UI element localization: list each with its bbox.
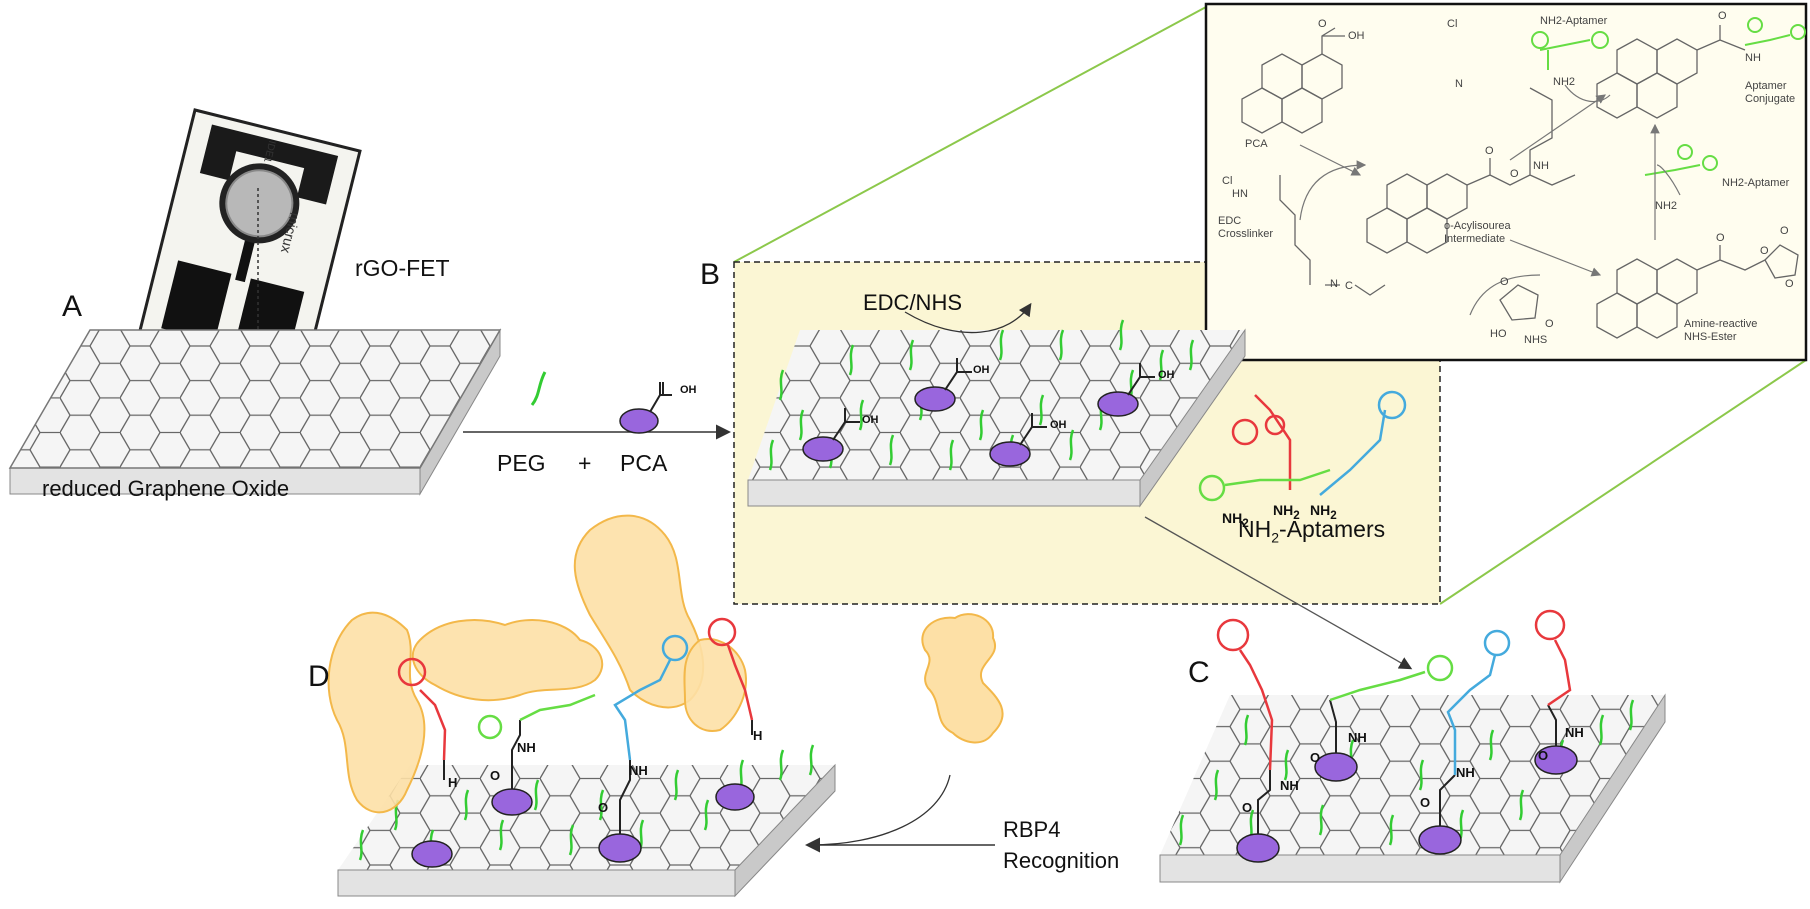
d-h-1: H <box>448 775 458 790</box>
nhs-structure <box>1499 284 1539 321</box>
nh2-amine-3: NH2 <box>1310 502 1337 522</box>
zoom-line-bottom <box>1439 359 1807 605</box>
c-o-3: O <box>1420 795 1431 810</box>
chem-nh2-aptamer-top: NH2-Aptamer <box>1540 15 1608 27</box>
arrow-b-to-c <box>1144 516 1413 670</box>
chem-o-conj: O <box>1718 10 1727 22</box>
edc-structure <box>1279 175 1386 296</box>
peg-label: PEG <box>497 450 546 476</box>
oh-label-4: OH <box>1158 369 1175 381</box>
peg-icon <box>530 371 547 406</box>
chem-n-plus: N <box>1455 78 1463 90</box>
d-h-2: H <box>753 728 763 743</box>
peg-strands-c <box>1178 699 1635 846</box>
oh-label-3: OH <box>1050 419 1067 431</box>
conjugate-structure <box>1596 25 1746 119</box>
rgo-fet-label: rGO-FET <box>355 255 450 281</box>
chem-pca-label: PCA <box>1245 138 1268 150</box>
d-o-2: O <box>598 800 609 815</box>
chem-o-intermediate: O <box>1485 145 1494 157</box>
panel-label-d: D <box>308 660 330 693</box>
oh-label-1: OH <box>862 414 879 426</box>
chem-nh2-right-short: NH2 <box>1655 200 1678 212</box>
rgo-fet-chip <box>137 108 362 377</box>
rbp4-protein-free <box>921 613 1004 744</box>
c-o-4: O <box>1538 748 1549 763</box>
chem-ho-label: HO <box>1490 328 1507 340</box>
chem-structures <box>1241 25 1799 339</box>
chem-nhs-label: NHS <box>1524 334 1548 346</box>
nhs-ester-structure <box>1596 244 1799 339</box>
nh2-amine-1: NH2 <box>1222 510 1249 530</box>
aptamers-c <box>1216 609 1572 775</box>
chem-hn-label: HN <box>1232 188 1248 200</box>
edc-nhs-arrow <box>904 302 1032 334</box>
chemistry-inset <box>1204 2 1808 362</box>
substrate-a <box>8 328 502 496</box>
recognition-curve <box>809 774 951 846</box>
aptamers-d <box>397 617 754 761</box>
pca-label: PCA <box>620 450 668 476</box>
rbp4-proteins-bound <box>327 514 747 814</box>
linkers-c <box>1257 699 1557 834</box>
chem-nh2-aptamer-right: NH2-Aptamer <box>1722 177 1790 189</box>
c-nh-4: NH <box>1565 725 1584 740</box>
substrate-c <box>1159 693 1666 884</box>
chem-o-intermediate-2: O <box>1510 168 1519 180</box>
pca-molecules-b <box>802 358 1155 467</box>
c-nh-2: NH <box>1348 730 1367 745</box>
chem-o-ester-4: O <box>1785 278 1794 290</box>
edc-nhs-label: EDC/NHS <box>863 290 963 315</box>
chem-nh2-short: NH2 <box>1553 76 1576 88</box>
c-nh-1: NH <box>1280 778 1299 793</box>
c-o-1: O <box>1242 800 1253 815</box>
chem-oh-label: OH <box>1348 30 1365 42</box>
zoom-line-top <box>733 6 1207 263</box>
d-nh-1: NH <box>517 740 536 755</box>
nh2-aptamers-label: NH2-Aptamers <box>1238 516 1386 546</box>
panel-label-b: B <box>700 258 721 291</box>
d-o-1: O <box>490 768 501 783</box>
panel-label-a: A <box>62 290 83 323</box>
pca-molecules-d <box>411 783 755 868</box>
substrate-d <box>337 763 836 898</box>
pca-structure <box>1241 27 1345 134</box>
chem-nh-conj: NH <box>1745 52 1761 64</box>
plus-sign: + <box>578 450 592 476</box>
nh2-amine-2: NH2 <box>1273 502 1300 522</box>
linkers-d <box>443 720 753 834</box>
d-nh-2: NH <box>629 763 648 778</box>
chem-nh-intermediate: NH <box>1533 160 1549 172</box>
chem-o-nhs: O <box>1500 276 1509 288</box>
oh-label-2: OH <box>973 364 990 376</box>
chem-o-nhs-2: O <box>1545 318 1554 330</box>
aptamer-cluster-b <box>1198 390 1407 502</box>
chem-n-edc: N <box>1330 278 1338 290</box>
substrate-b <box>747 328 1246 508</box>
c-o-2: O <box>1310 750 1321 765</box>
c-nh-3: NH <box>1456 765 1475 780</box>
chem-o-ester-2: O <box>1760 245 1769 257</box>
chem-arrows <box>1299 84 1681 316</box>
panel-label-c: C <box>1188 656 1210 689</box>
chem-o-ester-3: O <box>1780 225 1789 237</box>
chem-o-label: O <box>1318 18 1327 30</box>
pca-icon <box>619 382 672 434</box>
pca-oh-label: OH <box>680 384 697 396</box>
chem-o-ester: O <box>1716 232 1725 244</box>
intermediate-structure <box>1366 87 1576 254</box>
chem-cl-top: Cl <box>1447 18 1458 30</box>
chem-c-edc: C <box>1345 280 1353 292</box>
substrate-label: reduced Graphene Oxide <box>42 476 290 501</box>
chem-cl-label: Cl <box>1222 175 1233 187</box>
pca-molecules-c <box>1236 745 1578 863</box>
